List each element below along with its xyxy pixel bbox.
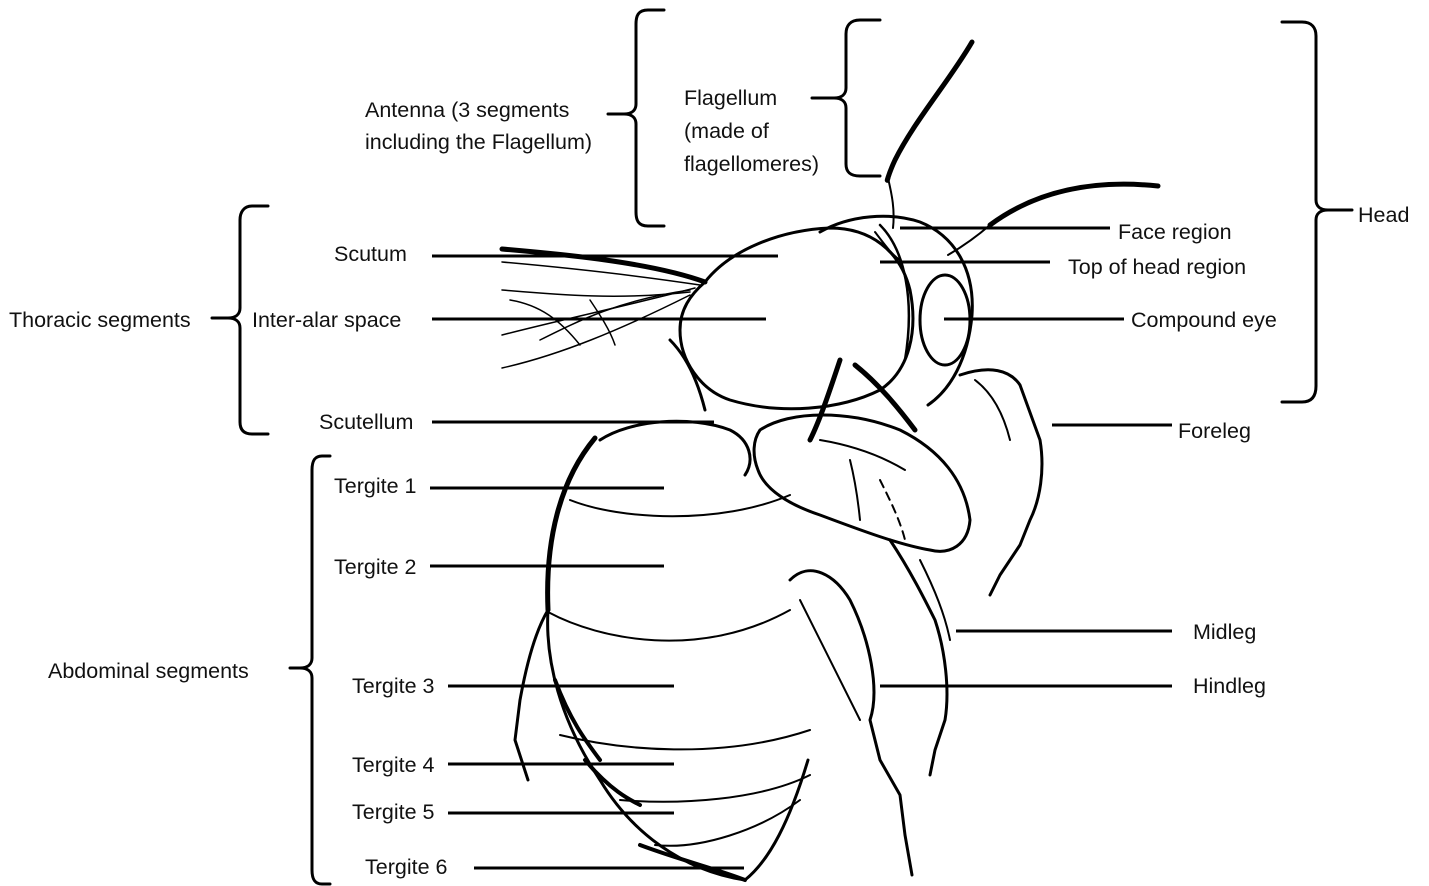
antenna-left [887,42,972,228]
label-antenna-line1: Antenna (3 segments [365,98,569,122]
label-top-of-head: Top of head region [1068,255,1246,279]
label-tergite1: Tergite 1 [334,474,416,498]
hindleg-shape [790,571,912,875]
label-scutum: Scutum [334,242,407,266]
brace-abdominal [290,456,330,884]
label-flagellum-line2: (made of [684,119,769,143]
label-scutellum: Scutellum [319,410,413,434]
label-face-region: Face region [1118,220,1232,244]
wing [502,249,705,368]
left-leg-shape [515,610,548,780]
label-tergite4: Tergite 4 [352,753,435,777]
label-inter-alar: Inter-alar space [252,308,401,332]
hind-wing-shape [754,415,970,551]
label-thoracic-segments: Thoracic segments [9,308,191,332]
label-tergite3: Tergite 3 [352,674,435,698]
label-abdominal-segments: Abdominal segments [48,659,249,683]
brace-antenna [608,10,664,226]
label-antenna-line2: including the Flagellum) [365,130,592,154]
label-foreleg: Foreleg [1178,419,1251,443]
label-tergite6: Tergite 6 [365,855,448,879]
thorax-shape [670,228,915,440]
label-head: Head [1358,203,1409,227]
label-compound-eye: Compound eye [1131,308,1277,332]
label-tergite2: Tergite 2 [334,555,416,579]
foreleg-shape [960,370,1042,595]
brace-flagellum [812,20,880,176]
brace-head [1282,22,1352,402]
insect-illustration [502,42,1158,880]
midleg-shape [890,540,950,775]
label-midleg: Midleg [1193,620,1256,644]
scutellum-shape [600,421,750,475]
label-flagellum-line1: Flagellum [684,86,777,110]
label-flagellum-line3: flagellomeres) [684,152,819,176]
label-hindleg: Hindleg [1193,674,1266,698]
label-tergite5: Tergite 5 [352,800,435,824]
